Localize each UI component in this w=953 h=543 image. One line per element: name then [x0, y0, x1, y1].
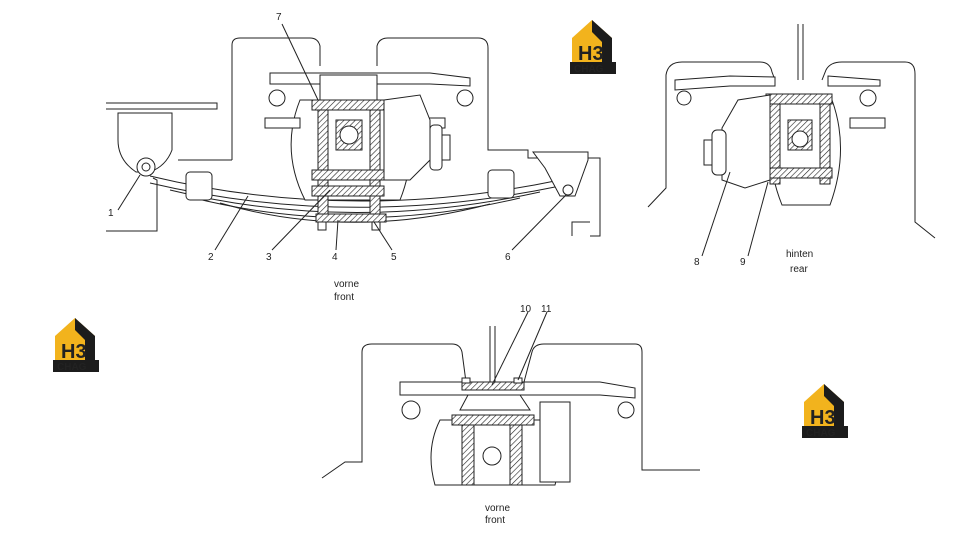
detail-caption-en: front	[485, 515, 505, 526]
callout-11: 11	[541, 304, 552, 315]
detail-frame-right	[523, 343, 700, 471]
front-detail-view: 10 11 vorne front	[321, 304, 700, 526]
top-pad-7	[311, 99, 385, 111]
chag-logo-right: H3 CHAG	[802, 384, 848, 439]
front-caption-en: front	[334, 292, 354, 303]
beam-eye-left	[268, 89, 286, 107]
rear-brake-chamber-8	[711, 129, 727, 176]
front-view: 1 2 3 4 5 6 7 vorne front	[106, 12, 601, 303]
callout-9: 9	[740, 257, 746, 268]
callout-1: 1	[108, 208, 114, 219]
rear-frame-left	[647, 61, 776, 208]
detail-frame-left	[321, 343, 467, 479]
callout-2: 2	[208, 252, 214, 263]
rear-view: 8 9 hinten rear	[647, 24, 936, 275]
frame-hump-right	[376, 37, 601, 237]
spring-clip-right	[487, 169, 515, 199]
callout-5: 5	[391, 252, 397, 263]
bolt-11	[513, 377, 523, 384]
logo-mark: H3	[61, 341, 87, 363]
mid-pad-3	[311, 169, 385, 181]
callout-7: 7	[276, 12, 282, 23]
rear-top-beam	[674, 75, 776, 91]
chag-logo-top: H3 CHAG	[570, 20, 616, 75]
detail-caption-de: vorne	[485, 503, 510, 514]
rear-shackle	[532, 151, 589, 197]
callout-4: 4	[332, 252, 338, 263]
hanger-bolt-1	[136, 157, 156, 177]
bottom-plate-4	[315, 213, 387, 223]
spring-clip-left	[185, 171, 213, 201]
rear-caption-en: rear	[790, 264, 808, 275]
frame-left-plate	[106, 102, 218, 110]
logo-wordmark: CHAG	[574, 64, 604, 75]
brake-chamber	[429, 124, 443, 171]
frame-left-lower	[106, 177, 158, 232]
chag-logo-left: H3 CHAG	[53, 318, 99, 373]
rear-frame-right	[821, 61, 936, 239]
callout-3: 3	[266, 252, 272, 263]
beam-eye-right	[456, 89, 474, 107]
callout-8: 8	[694, 257, 700, 268]
logo-mark: H3	[810, 407, 836, 429]
callout-6: 6	[505, 252, 511, 263]
logo-wordmark: CHAG	[806, 428, 836, 439]
rear-caption-de: hinten	[786, 249, 813, 260]
callout-10: 10	[520, 304, 532, 315]
frame-hump-left	[231, 37, 321, 160]
shackle-bolt-6	[562, 184, 574, 196]
logo-mark: H3	[578, 43, 604, 65]
logo-wordmark: CHAG	[57, 362, 87, 373]
front-caption-de: vorne	[334, 279, 359, 290]
